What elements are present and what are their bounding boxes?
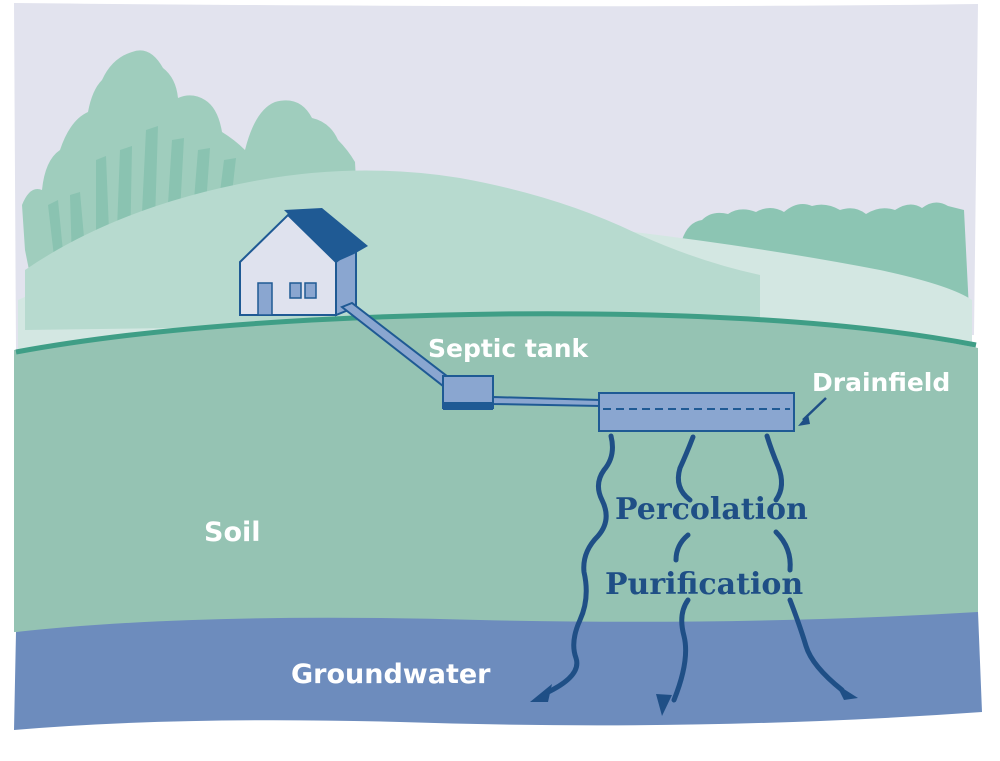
horizon-line bbox=[15, 311, 977, 355]
drainfield-label: Drainfield bbox=[812, 368, 951, 397]
groundwater-label: Groundwater bbox=[291, 659, 491, 690]
drainfield bbox=[598, 392, 795, 432]
flow-arrowheads bbox=[530, 684, 858, 716]
hill-band bbox=[25, 170, 760, 330]
soil-label: Soil bbox=[204, 517, 261, 548]
septic-tank-label: Septic tank bbox=[428, 334, 589, 363]
house bbox=[239, 208, 368, 317]
purification-label: Purification bbox=[605, 567, 804, 602]
drainfield-pointer-head bbox=[798, 414, 810, 426]
percolation-label: Percolation bbox=[615, 492, 808, 527]
groundwater-layer bbox=[14, 612, 982, 730]
percolation-flows bbox=[543, 433, 845, 703]
septic-tank bbox=[442, 375, 494, 410]
